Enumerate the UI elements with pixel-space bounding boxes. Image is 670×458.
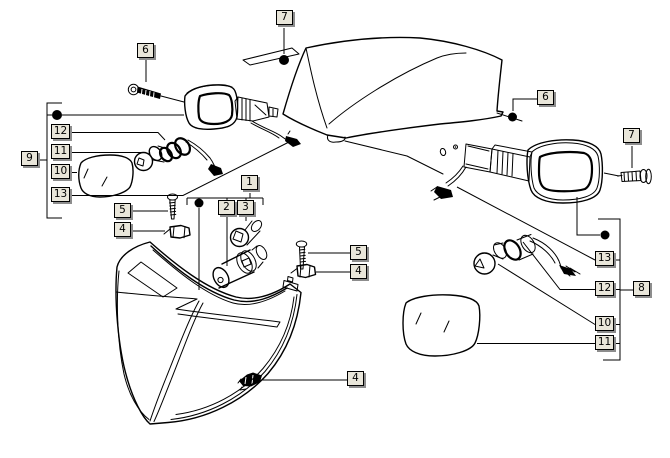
front-fairing [282,36,523,175]
right-bulbholder-cable [529,237,562,269]
fairing-crease [305,47,328,129]
bulb-3-small [229,220,263,248]
callout-6-left[interactable]: 6 [137,43,154,58]
callout-5-right[interactable]: 5 [350,245,367,260]
callout-5-left[interactable]: 5 [114,203,131,218]
callout-12-right[interactable]: 12 [595,281,614,296]
callout-7-top[interactable]: 7 [276,10,293,25]
callout-3[interactable]: 3 [237,200,254,215]
left-signal-bulbholder [133,137,223,176]
windshield-trim [242,47,300,66]
left-signal-opening [197,92,234,126]
headlamp-screw-5-right [295,240,308,270]
headlamp-rim [170,294,298,420]
callout-10-right[interactable]: 10 [595,316,614,331]
headlamp-clip-4-left [163,224,191,239]
left-signal-lens-10 [78,154,134,198]
callout-13-left[interactable]: 13 [51,187,70,202]
left-signal-connector [285,136,301,147]
headlamp-top-detail [127,261,178,298]
callout-2[interactable]: 2 [218,200,235,215]
headlamp-assembly [115,241,302,425]
callout-10-left[interactable]: 10 [51,164,70,179]
assembly-dot-8 [600,230,610,240]
callout-4-bottom[interactable]: 4 [347,371,364,386]
headlamp-step-band [175,298,281,328]
right-signal-cable [445,165,467,187]
callout-12-left[interactable]: 12 [51,124,70,139]
fairing-mount-hole [439,147,447,157]
left-turn-signal-assembly [183,84,301,147]
fairing-shield-line [328,52,467,125]
assembly-dot-1 [194,198,204,208]
right-signal-opening [537,150,594,193]
left-bulbholder-cable [185,139,216,168]
callout-1[interactable]: 1 [241,175,258,190]
left-signal-cable [251,120,289,142]
right-signal-bulb [473,252,496,275]
headlamp-screw-5-left [167,193,178,220]
fairing-mount-hole-small [453,144,458,150]
callout-8[interactable]: 8 [633,281,650,296]
right-signal-lens-11 [402,294,481,357]
headlamp-corner-bracket [282,276,299,292]
bracket-1 [186,193,264,205]
callout-13-right[interactable]: 13 [595,251,614,266]
callout-4-left[interactable]: 4 [114,222,131,237]
callout-11-left[interactable]: 11 [51,144,70,159]
trim-grommet-7-top [279,55,289,65]
fairing-tab [327,134,346,143]
assembly-dot-9 [52,110,62,120]
right-signal-connector [434,186,453,199]
left-signal-bulb [133,151,154,172]
right-signal-stem [489,148,531,182]
callout-7-right[interactable]: 7 [623,128,640,143]
callout-4-right[interactable]: 4 [350,264,367,279]
signal-screw-6-left [127,83,185,103]
right-turn-signal-assembly [430,139,604,204]
left-signal-stem [234,96,270,122]
callout-6-right[interactable]: 6 [537,90,554,105]
headlamp-clip-4-right [290,263,317,279]
callout-9[interactable]: 9 [21,151,38,166]
signal-screw-7-right [617,168,652,185]
headlamp-lens-edge [149,300,204,422]
callout-11-right[interactable]: 11 [595,335,614,350]
bulb-2-headlamp [212,245,268,289]
right-signal-bulbholder [473,234,581,277]
fairing-grommet-6-right [508,112,517,122]
callout-lines [39,28,633,381]
